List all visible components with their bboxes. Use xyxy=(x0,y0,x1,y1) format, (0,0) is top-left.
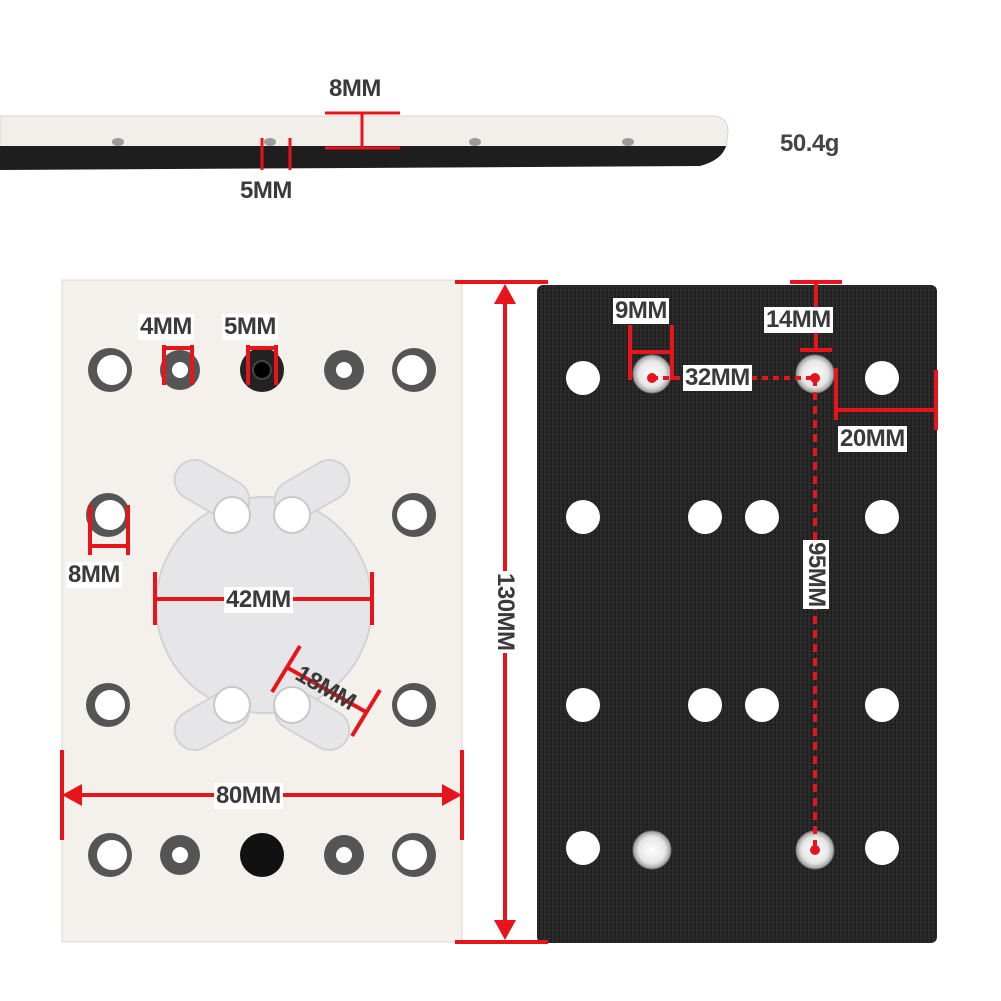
width-label: 80MM xyxy=(214,782,283,809)
screw-hole-label: 5MM xyxy=(222,313,278,340)
dimension-dots xyxy=(647,373,820,855)
height-label: 130MM xyxy=(492,571,519,653)
edge-hole-label: 8MM xyxy=(66,561,122,588)
small-hole-label: 4MM xyxy=(138,313,194,340)
side-view xyxy=(0,111,729,170)
bottom-hole-label: 9MM xyxy=(613,297,669,324)
side-dimension-lines xyxy=(260,111,400,170)
black-pad-holes xyxy=(566,361,899,865)
white-bottom-row-holes xyxy=(88,833,436,877)
side-pad-black-layer xyxy=(0,146,726,170)
thickness-label: 8MM xyxy=(329,75,381,102)
center-holes xyxy=(213,496,311,724)
side-hole-label: 5MM xyxy=(240,177,292,204)
center-width-label: 42MM xyxy=(224,586,293,613)
offset-label: 32MM xyxy=(683,364,752,391)
weight-label: 50.4g xyxy=(780,130,839,157)
side-holes xyxy=(112,138,634,146)
side-pad-white-layer xyxy=(0,115,729,149)
white-side-holes xyxy=(86,493,436,727)
edge-offset-label: 20MM xyxy=(838,425,907,452)
post-width-label: 14MM xyxy=(764,306,833,333)
black-pad-hook-face xyxy=(537,285,937,943)
spacing-label: 95MM xyxy=(803,540,830,609)
